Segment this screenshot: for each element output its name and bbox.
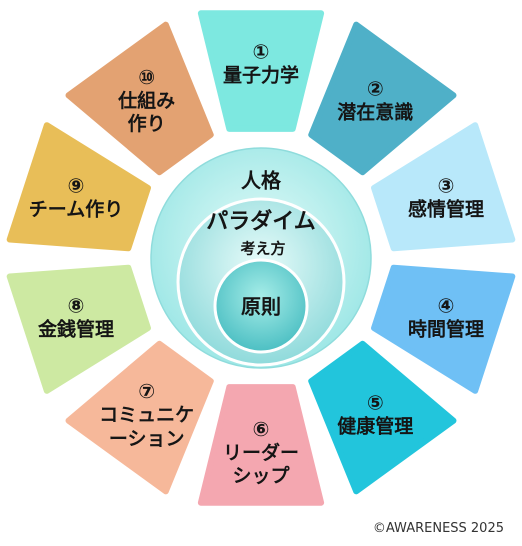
segment-text-line-1: チーム作り: [28, 198, 124, 221]
segment-text-line-2: シップ: [232, 465, 290, 487]
center-middle-sub-label: 考え方: [240, 239, 286, 258]
segment-text-line-2: ーション: [108, 427, 185, 450]
segment-8: [6, 264, 151, 394]
center-outer-label: 人格: [241, 168, 281, 193]
segment-number: ⑨: [67, 173, 85, 198]
segment-number: ④: [437, 293, 455, 318]
segment-number: ⑧: [67, 293, 85, 318]
segment-number: ②: [366, 76, 384, 101]
segment-text-line-1: 金銭管理: [38, 318, 115, 341]
segment-text-line-1: コミュニケ: [99, 404, 195, 427]
segment-text-line-1: 量子力学: [222, 64, 300, 87]
segment-text-line-1: 時間管理: [407, 318, 484, 341]
center-group: [150, 147, 372, 369]
segment-text-line-1: リーダー: [222, 441, 300, 464]
segment-9: [6, 122, 151, 252]
segment-text-line-1: 感情管理: [407, 198, 484, 221]
segment-5: [308, 340, 457, 495]
segment-text-line-1: 潜在意識: [337, 101, 414, 124]
segment-number: ③: [437, 173, 455, 198]
core-circle-principle: [213, 258, 309, 354]
segment-number: ①: [252, 39, 270, 64]
copyright-text: ©AWARENESS 2025: [372, 521, 504, 536]
segment-3: [371, 122, 516, 252]
center-middle-label: パラダイム: [206, 209, 316, 235]
segment-text-line-1: 仕組み: [118, 89, 176, 112]
segment-7: [65, 340, 214, 495]
segment-6: [197, 384, 325, 506]
segment-2: [308, 21, 457, 176]
segment-number: ⑥: [252, 416, 270, 441]
segment-1: [197, 10, 325, 132]
segment-text-line-1: 健康管理: [337, 415, 414, 438]
segment-10: [65, 21, 214, 176]
center-core-label: 原則: [241, 294, 281, 319]
segment-text-line-2: 作り: [127, 113, 166, 136]
segment-number: ⑩: [138, 64, 156, 89]
segment-number: ⑤: [366, 390, 384, 415]
segment-4: [371, 264, 516, 394]
segments-group: [6, 10, 516, 506]
segment-number: ⑦: [138, 379, 156, 404]
